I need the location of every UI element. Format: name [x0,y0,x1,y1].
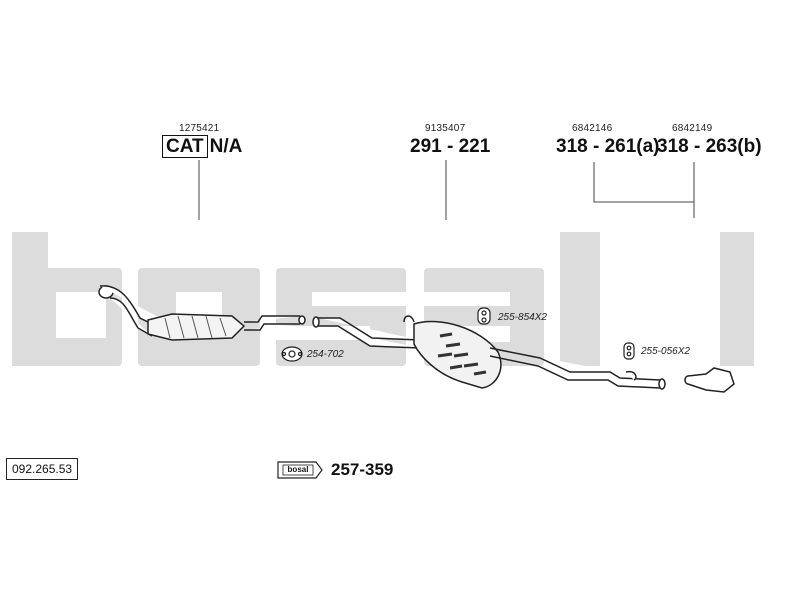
middle-part-number: 291 - 221 [410,136,491,157]
rear-tailpipe [684,367,735,393]
rear-a-ref-number: 6842146 [572,123,613,134]
hanger-2-part-number: 255-056X2 [641,346,690,357]
middle-silencer [312,315,666,390]
catalytic-converter [98,285,306,341]
middle-ref-number: 9135407 [425,123,466,134]
cat-box-label: CAT [162,135,208,158]
gasket-part-number: 254-702 [307,349,344,360]
cat-ref-number: 1275421 [179,123,220,134]
catalog-number: 092.265.53 [6,458,79,480]
rear-b-ref-number: 6842149 [672,123,713,134]
gasket-icon [281,346,303,362]
hanger-icon-2 [623,342,635,360]
rear-b-part-number: 318 - 263(b) [657,136,762,157]
rear-a-part-number: 318 - 261(a) [556,136,660,157]
kit-badge-icon [277,461,323,479]
hanger-icon [477,307,491,325]
kit-badge-text: bosal [287,465,309,474]
rear-leader-line [593,162,694,203]
hanger-part-number: 255-854X2 [498,312,547,323]
cat-suffix: N/A [209,136,243,157]
kit-number: 257-359 [331,460,394,479]
